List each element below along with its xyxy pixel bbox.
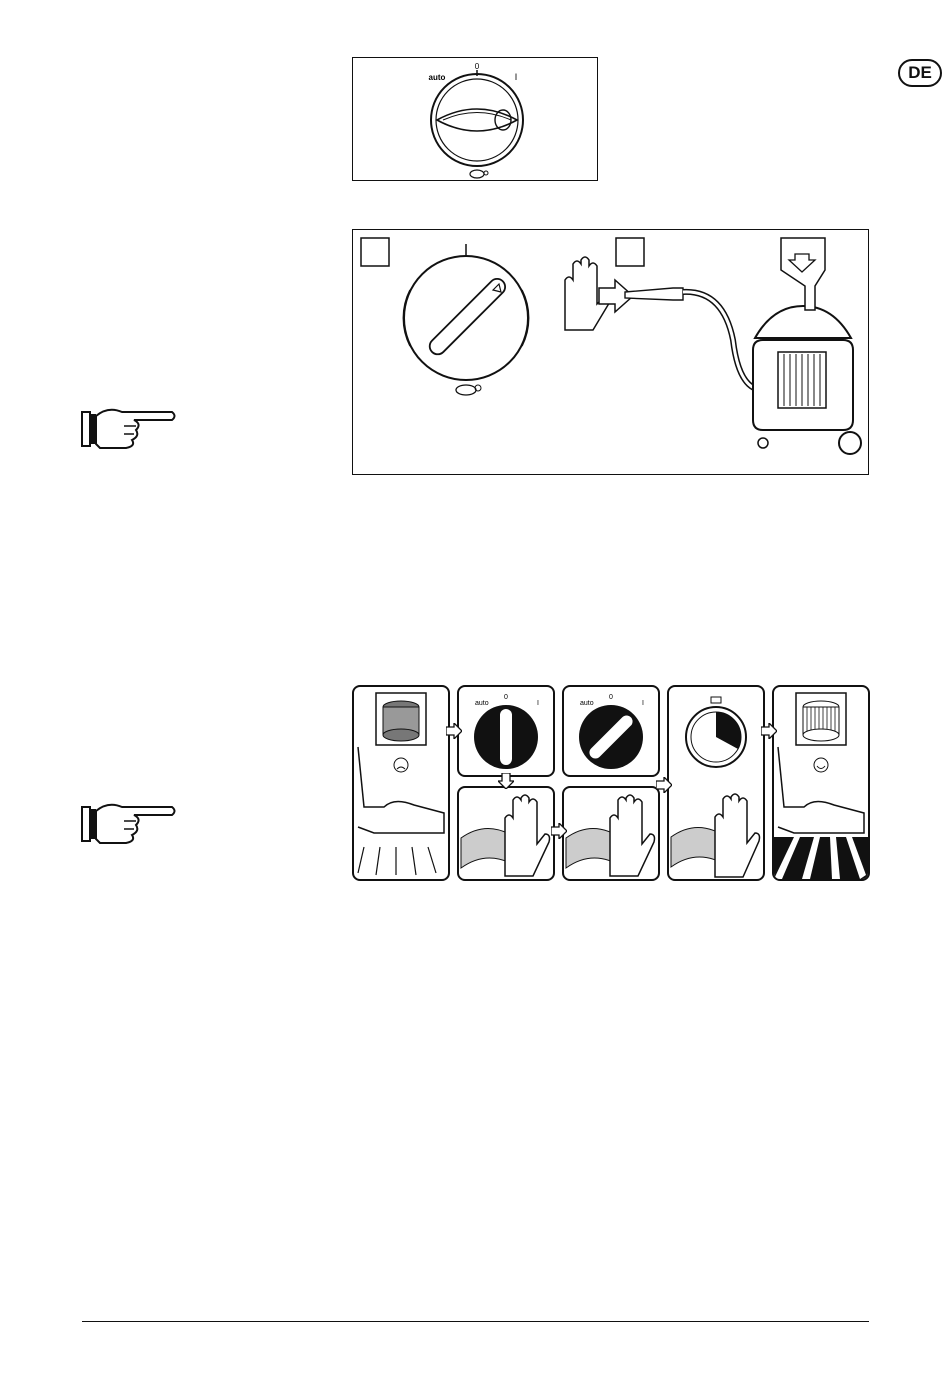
hand-icon [715,794,760,877]
figure-filter-clean [352,229,869,475]
step-box-1 [361,238,389,266]
pointing-hand-icon [80,402,178,452]
step-panel-clean-filter [772,685,870,881]
step-panel-hand-hose-1 [457,786,555,881]
stopwatch-icon [686,697,746,767]
filter-clean-illustration [353,230,868,474]
step-panel-dial-zero: auto 0 I [457,685,555,777]
arrow-down-icon [498,773,514,789]
step-panel-dial-auto: auto 0 I [562,685,660,777]
figure-dial: 0 auto I [352,57,598,181]
step-panel-dirty-filter [352,685,450,881]
pointing-hand-icon [80,797,178,847]
dial-label-zero: 0 [504,694,508,701]
filter-icon [803,701,839,741]
filter-icon [383,701,419,741]
sad-face-icon [394,758,408,772]
figure-step-sequence: auto 0 I auto 0 I [352,685,870,881]
dial-label-auto: auto [580,700,594,707]
arrow-right-icon [656,777,672,793]
arrow-right-icon [551,823,567,839]
hand-icon [610,795,655,876]
dial-label-zero: 0 [475,62,480,71]
dial-label-auto: auto [475,700,489,707]
turtle-icon [456,385,481,395]
dial-label-auto: auto [429,73,446,82]
dial-label-one: I [537,700,539,707]
dial-label-one: I [642,700,644,707]
turtle-icon [470,170,488,178]
vacuum-icon [753,306,861,454]
hand-icon [505,795,550,876]
dial-illustration: 0 auto I [353,58,597,180]
dial-label-one: I [515,72,518,82]
arrow-right-icon [446,723,462,739]
language-badge: DE [898,59,942,87]
pressing-hand-icon [781,238,825,310]
step-panel-wait [667,685,765,881]
arrow-right-icon [761,723,777,739]
footer-divider [82,1321,869,1322]
step-box-2 [616,238,644,266]
hand-icon [565,257,633,330]
happy-face-icon [814,758,828,772]
step-panel-hand-hose-2 [562,786,660,881]
dial-label-zero: 0 [609,694,613,701]
